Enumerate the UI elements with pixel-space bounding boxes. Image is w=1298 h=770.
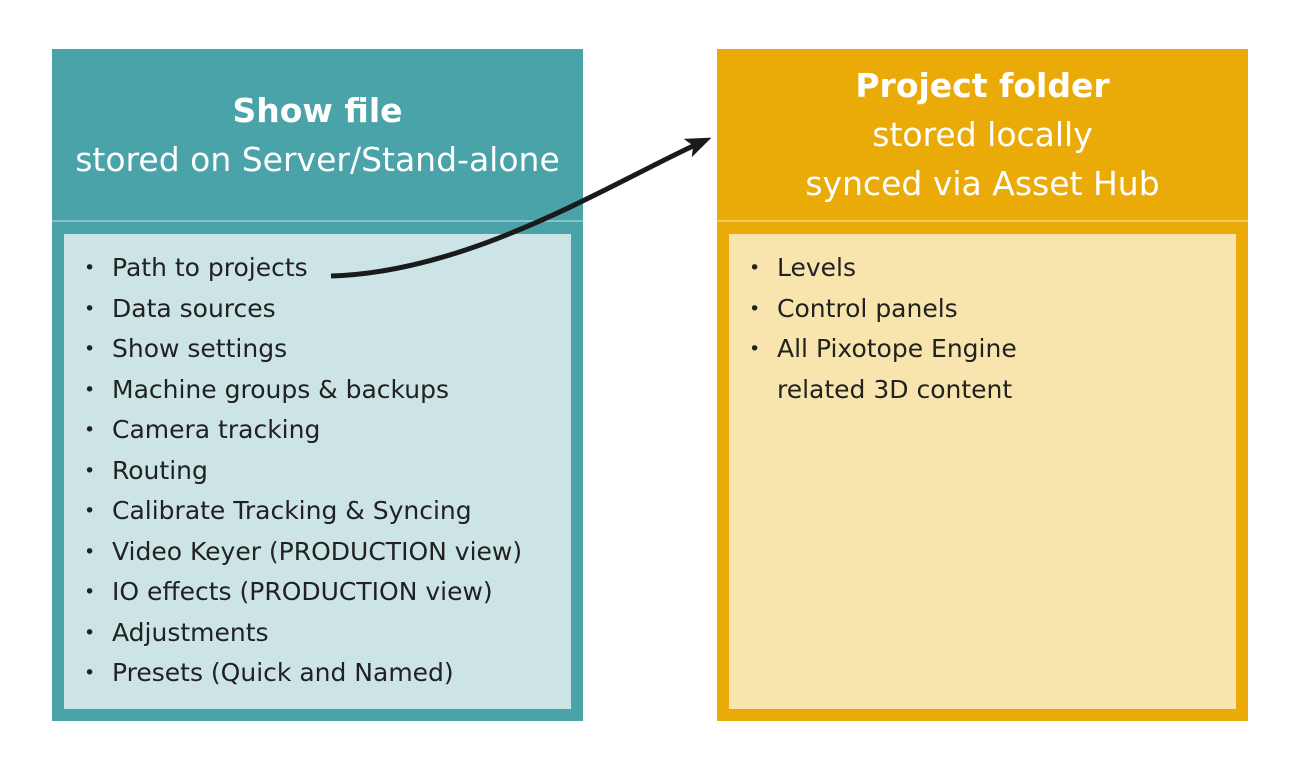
list-item-label: Data sources <box>112 293 276 323</box>
list-item-label: Video Keyer (PRODUCTION view) <box>112 536 523 566</box>
bullet-icon: • <box>84 500 96 522</box>
bullet-icon: • <box>84 662 96 684</box>
project-folder-item-list: • Levels • Control panels • All Pixotope En… <box>749 248 1226 410</box>
list-item: • Adjustments <box>84 613 561 654</box>
list-item: • Control panels <box>749 289 1226 330</box>
list-item: • Video Keyer (PRODUCTION view) <box>84 532 561 573</box>
list-item: • Camera tracking <box>84 410 561 451</box>
bullet-icon: • <box>84 297 96 320</box>
list-item: • Presets (Quick and Named) <box>84 653 561 694</box>
project-folder-header: Project folder stored locally synced via… <box>717 49 1248 220</box>
list-item: • Path to projects <box>84 248 561 289</box>
bullet-icon: • <box>84 257 96 279</box>
list-item-label: Presets (Quick and Named) <box>112 658 454 687</box>
project-folder-title: Project folder <box>855 66 1110 105</box>
project-folder-body: • Levels • Control panels • All Pixotope En… <box>717 222 1248 721</box>
bullet-icon: • <box>84 581 96 603</box>
list-item-label: Show settings <box>112 334 288 363</box>
show-file-box: Show file stored on Server/Stand-alone •… <box>52 49 583 721</box>
list-item-label: IO effects (PRODUCTION view) <box>112 577 493 606</box>
list-item: • Machine groups & backups <box>84 370 561 411</box>
bullet-icon: • <box>84 378 96 401</box>
project-folder-subtitle-1: stored locally <box>872 115 1093 154</box>
bullet-icon: • <box>84 459 96 482</box>
project-folder-panel: • Levels • Control panels • All Pixotope En… <box>729 234 1236 709</box>
list-item: • Routing <box>84 451 561 492</box>
list-item-label: Machine groups & backups <box>112 374 449 404</box>
show-file-title: Show file <box>232 90 403 130</box>
list-item: • IO effects (PRODUCTION view) <box>84 572 561 613</box>
list-item: • Data sources <box>84 289 561 330</box>
list-item-label: Routing <box>112 455 208 485</box>
list-item-label: Adjustments <box>112 617 269 647</box>
show-file-subtitle: stored on Server/Stand-alone <box>75 139 560 179</box>
list-item: • Levels <box>749 248 1226 289</box>
list-item: • Calibrate Tracking & Syncing <box>84 491 561 532</box>
list-item: • All Pixotope Engine related 3D content <box>749 329 1226 410</box>
bullet-icon: • <box>749 257 761 279</box>
bullet-icon: • <box>749 297 761 320</box>
list-item-label: Levels <box>777 253 857 282</box>
show-file-item-list: • Path to projects • Data sources • Show se… <box>84 248 561 694</box>
list-item: • Show settings <box>84 329 561 370</box>
show-file-header-divider <box>52 220 583 222</box>
bullet-icon: • <box>749 338 761 360</box>
list-item-label: Camera tracking <box>112 415 321 444</box>
show-file-header: Show file stored on Server/Stand-alone <box>52 49 583 220</box>
bullet-icon: • <box>84 621 96 644</box>
project-folder-header-divider <box>717 220 1248 222</box>
show-file-panel: • Path to projects • Data sources • Show se… <box>64 234 571 709</box>
project-folder-subtitle-2: synced via Asset Hub <box>805 164 1160 203</box>
bullet-icon: • <box>84 419 96 441</box>
list-item-label: Calibrate Tracking & Syncing <box>112 496 472 525</box>
list-item-label: Path to projects <box>112 253 308 282</box>
list-item-label: Control panels <box>777 293 958 323</box>
list-item-label: All Pixotope Engine related 3D content <box>777 334 1017 404</box>
bullet-icon: • <box>84 540 96 563</box>
project-folder-box: Project folder stored locally synced via… <box>717 49 1248 721</box>
show-file-body: • Path to projects • Data sources • Show se… <box>52 222 583 721</box>
bullet-icon: • <box>84 338 96 360</box>
